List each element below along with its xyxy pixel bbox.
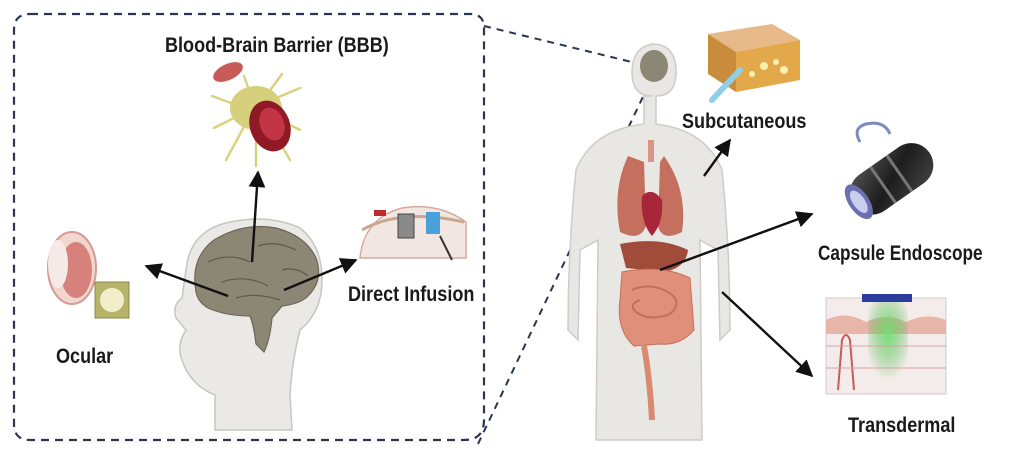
skull-implant-icon: [360, 207, 466, 260]
zoom-box: [14, 14, 650, 444]
label-transdermal: Transdermal: [848, 414, 955, 438]
label-ocular: Ocular: [56, 345, 113, 369]
capsule-endoscope-icon: [838, 123, 942, 225]
zoom-connector-top: [484, 26, 640, 64]
label-capsule-endoscope: Capsule Endoscope: [818, 242, 983, 266]
body-silhouette: [568, 44, 730, 440]
label-bbb: Blood-Brain Barrier (BBB): [165, 34, 389, 58]
head-silhouette: [175, 219, 322, 430]
arrow-to-transdermal: [722, 292, 812, 376]
eye-cross-section-icon: [48, 232, 129, 318]
astrocyte-cell-icon: [210, 58, 300, 166]
skin-patch-cross-section-icon: [826, 294, 946, 394]
label-direct-infusion: Direct Infusion: [348, 283, 474, 307]
skin-layer-block-icon: [708, 24, 800, 100]
label-subcutaneous: Subcutaneous: [682, 110, 806, 134]
